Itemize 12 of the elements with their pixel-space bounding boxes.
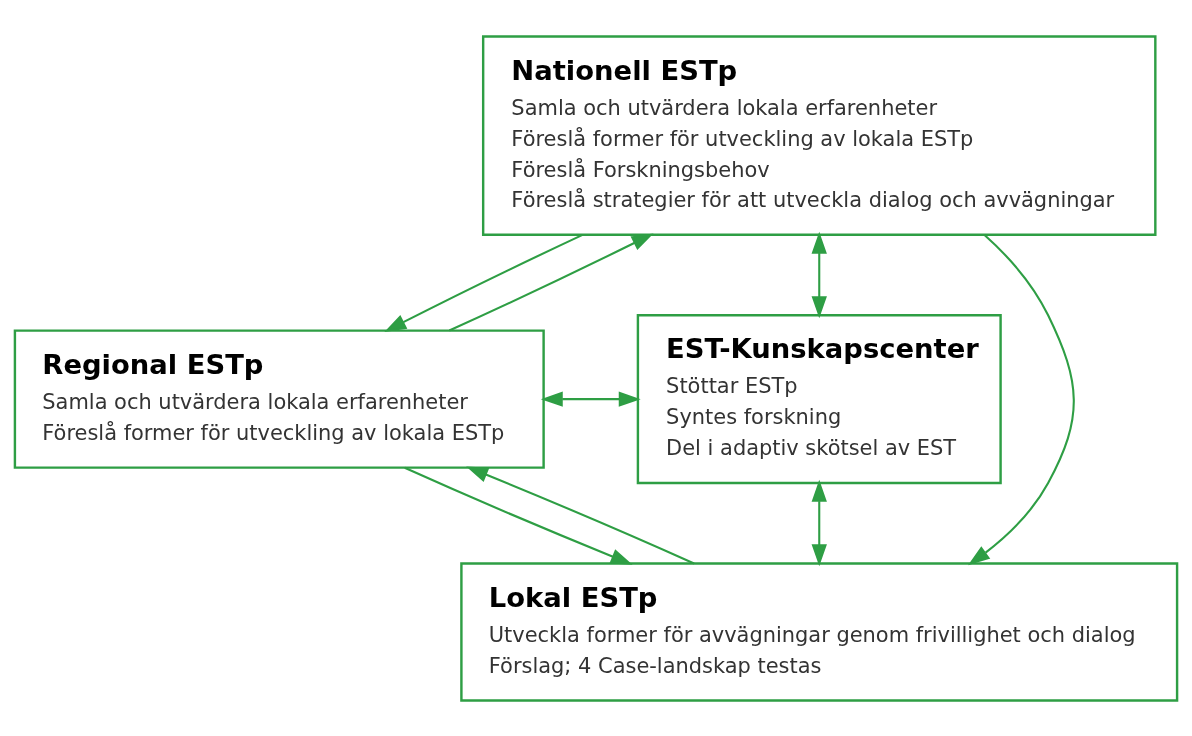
arrow (404, 466, 633, 565)
arrow (384, 233, 583, 332)
arrow (466, 466, 695, 564)
arrow (811, 231, 827, 318)
arrow (968, 233, 1075, 565)
arrow (540, 390, 641, 407)
node-box: Nationell ESTp Samla och utvärdera lokala erfarenheter Föreslå former för utveckling av lokala ESTp Föreslå Forskningsbehov Föreslå strategier för att utveckla dialog och avvägningar (481, 34, 1157, 236)
node-box: Regional ESTp Samla och utvärdera lokala erfarenheter Föreslå former för utveckling av lokala ESTp (13, 328, 545, 469)
node-box: EST-Kunskapscenter Stöttar ESTp Syntes forskning Del i adaptiv skötsel av EST (636, 313, 1002, 484)
node-box: Lokal ESTp Utveckla former för avvägningar genom frivillighet och dialog Förslag; 4 Case-landskap testas (460, 561, 1179, 702)
arrow (448, 232, 654, 331)
arrow (811, 479, 827, 566)
